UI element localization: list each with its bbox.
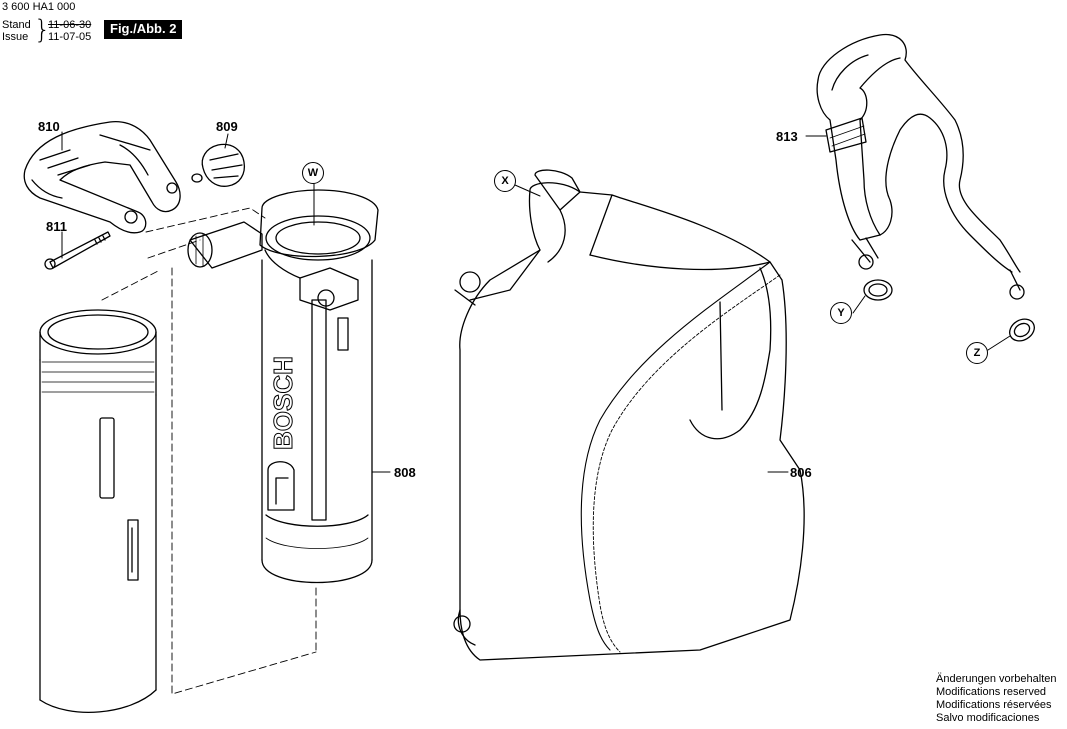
figure-label: Fig./Abb. 2 — [104, 20, 183, 39]
modification-notes: Änderungen vorbehalten Modifications res… — [936, 673, 1056, 725]
callout-x: X — [494, 170, 516, 192]
callout-z: Z — [966, 342, 988, 364]
ring-y — [863, 279, 893, 301]
part-number-811: 811 — [46, 219, 67, 234]
part-number-809: 809 — [216, 119, 238, 134]
ring-z — [1009, 318, 1035, 342]
note-french: Modifications réservées — [936, 699, 1052, 711]
callout-y: Y — [830, 302, 852, 324]
bag-part-806 — [453, 169, 805, 661]
part-number-810: 810 — [38, 119, 60, 134]
stand-label: Stand — [2, 19, 31, 31]
bolt-part-811 — [44, 231, 111, 270]
lower-tube — [39, 309, 157, 713]
note-german: Änderungen vorbehalten — [936, 673, 1057, 685]
leader-lines — [61, 131, 1011, 473]
knob-part-809 — [191, 143, 246, 187]
stand-date: 11-06-30 — [48, 19, 92, 31]
header-brace: } — [34, 15, 51, 45]
part-number-808: 808 — [394, 465, 416, 480]
strap-part-813 — [816, 33, 1025, 300]
handle-part-810 — [23, 120, 181, 234]
part-number-813: 813 — [776, 129, 798, 144]
tube-part-808 — [187, 189, 379, 584]
alignment-lines — [101, 207, 317, 695]
tube-brand-text: BOSCH — [268, 356, 298, 450]
issue-date: 11-07-05 — [48, 31, 92, 43]
part-number-806: 806 — [790, 465, 812, 480]
note-spanish: Salvo modificaciones — [936, 712, 1040, 724]
document-number: 3 600 HA1 000 — [2, 1, 76, 13]
note-english: Modifications reserved — [936, 686, 1047, 698]
callout-w: W — [302, 162, 324, 184]
issue-label: Issue — [2, 31, 29, 43]
